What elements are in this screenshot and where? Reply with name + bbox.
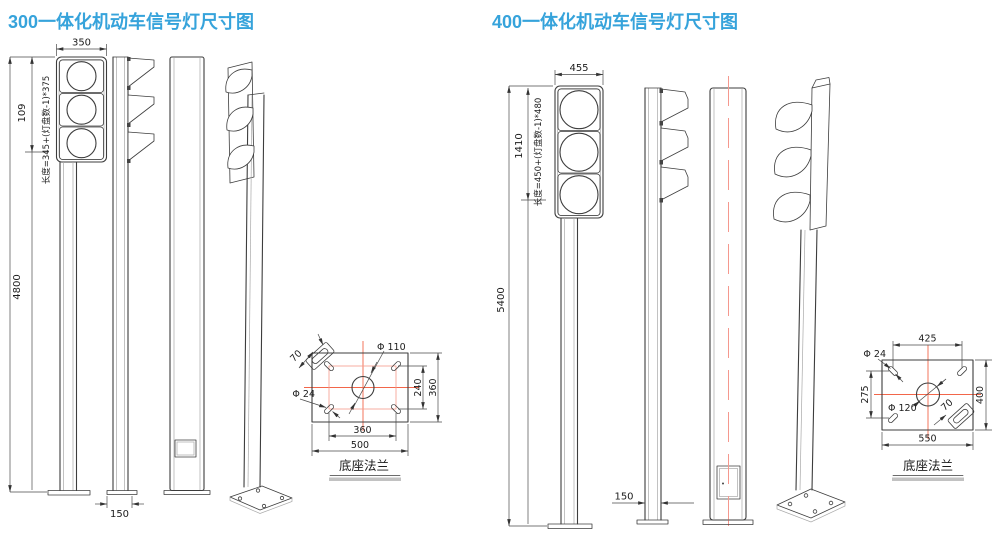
right-dim-pole-side: 150 (612, 492, 694, 505)
visor-profile (660, 88, 689, 123)
svg-text:240: 240 (413, 378, 424, 396)
right-isometric-view (773, 77, 846, 523)
visor-hood (773, 191, 811, 223)
lamp-circle (66, 61, 97, 92)
bolt-slot (957, 366, 968, 377)
lamp-cell (557, 173, 601, 216)
center-hole-label: Φ 120 (888, 403, 917, 414)
visor-profile (660, 127, 689, 162)
left-diagram: 300一体化机动车信号灯尺寸图 350 (8, 11, 442, 520)
left-dim-pole-side: 150 (95, 496, 144, 520)
lamp-circle (66, 94, 97, 125)
lamp-circle (559, 175, 599, 215)
lamp-cell (59, 93, 104, 127)
svg-text:5400: 5400 (496, 287, 507, 312)
flange-plate (311, 352, 409, 423)
lamp-cell (59, 59, 104, 93)
center-hole (351, 375, 375, 400)
visor-hood (227, 144, 255, 170)
visor-profile (127, 131, 155, 162)
base-plate (106, 490, 138, 495)
base-plate (547, 523, 593, 529)
svg-text:500: 500 (351, 440, 369, 451)
flange-plate (881, 359, 974, 431)
right-front-view (547, 85, 604, 529)
flange-caption: 底座法兰 (903, 458, 953, 473)
svg-text:275: 275 (860, 385, 871, 403)
base-plate (163, 490, 211, 495)
center-hole (915, 382, 941, 407)
lamp-circle (559, 90, 599, 130)
left-rear-view (163, 56, 211, 495)
svg-text:150: 150 (614, 492, 633, 503)
visor-hood (775, 101, 813, 133)
svg-text:425: 425 (918, 334, 936, 345)
svg-text:360: 360 (353, 425, 371, 436)
left-side-view (106, 56, 155, 495)
base-plate (702, 519, 754, 525)
flange-base (229, 485, 293, 511)
flange-caption: 底座法兰 (339, 458, 389, 473)
left-dim-head-width: 350 (56, 38, 107, 56)
right-side-view (636, 87, 689, 525)
right-dim-pole-height: 5400 (496, 85, 553, 527)
center-hole-label: Φ 110 (377, 342, 406, 353)
svg-text:长度=450+(灯盘数-1)*480: 长度=450+(灯盘数-1)*480 (533, 98, 544, 207)
left-isometric-view (225, 61, 293, 514)
left-title: 300一体化机动车信号灯尺寸图 (8, 11, 254, 32)
bolt-slot (324, 404, 335, 415)
visor-profile (660, 166, 689, 201)
visor-hood (226, 106, 254, 132)
svg-text:150: 150 (110, 509, 129, 520)
left-flange-detail: 70 Φ 110 Φ 24 240 360 360 (288, 333, 442, 481)
svg-text:455: 455 (569, 63, 588, 74)
svg-text:4800: 4800 (12, 274, 23, 299)
visor-profile (127, 57, 155, 88)
lamp-circle (66, 128, 97, 159)
visor-hood (774, 146, 812, 178)
svg-text:长度=345+(灯盘数-1)*375: 长度=345+(灯盘数-1)*375 (41, 76, 52, 185)
left-dim-pole-height: 4800 (8, 56, 55, 493)
base-plate (47, 490, 91, 496)
svg-text:70: 70 (939, 397, 955, 413)
base-plate (636, 519, 669, 525)
right-title: 400一体化机动车信号灯尺寸图 (492, 11, 738, 32)
right-dim-head-length: 1410 长度=450+(灯盘数-1)*480 (514, 87, 546, 524)
access-door (174, 439, 197, 458)
right-dim-head-width: 455 (554, 63, 604, 85)
svg-text:70: 70 (288, 348, 304, 364)
svg-text:350: 350 (72, 38, 91, 49)
bolt-slot (391, 361, 402, 372)
bolt-slot (888, 413, 899, 424)
flange-base (776, 488, 846, 519)
svg-text:109: 109 (17, 103, 28, 122)
bolt-slot (323, 361, 334, 372)
visor-profile (127, 94, 155, 125)
visor-hood (225, 68, 253, 94)
right-diagram: 400一体化机动车信号灯尺寸图 455 (492, 11, 992, 532)
svg-text:360: 360 (428, 378, 439, 396)
left-front-view (47, 56, 108, 496)
lamp-cell (59, 126, 104, 160)
lamp-cell (557, 88, 601, 131)
right-flange-detail: 70 425 Φ 24 275 Φ 120 400 (860, 334, 992, 481)
right-rear-view (702, 76, 754, 532)
bolt-slot (390, 404, 401, 415)
svg-text:1410: 1410 (514, 133, 525, 158)
slot-hole-label: Φ 24 (863, 349, 886, 360)
lamp-cell (557, 131, 601, 174)
svg-text:550: 550 (918, 434, 936, 445)
slot-hole-label: Φ 24 (292, 389, 315, 400)
left-dim-head-length: 109 长度=345+(灯盘数-1)*375 (17, 56, 52, 490)
lamp-circle (559, 132, 599, 172)
slot-detail (947, 403, 975, 429)
svg-text:400: 400 (975, 386, 986, 404)
